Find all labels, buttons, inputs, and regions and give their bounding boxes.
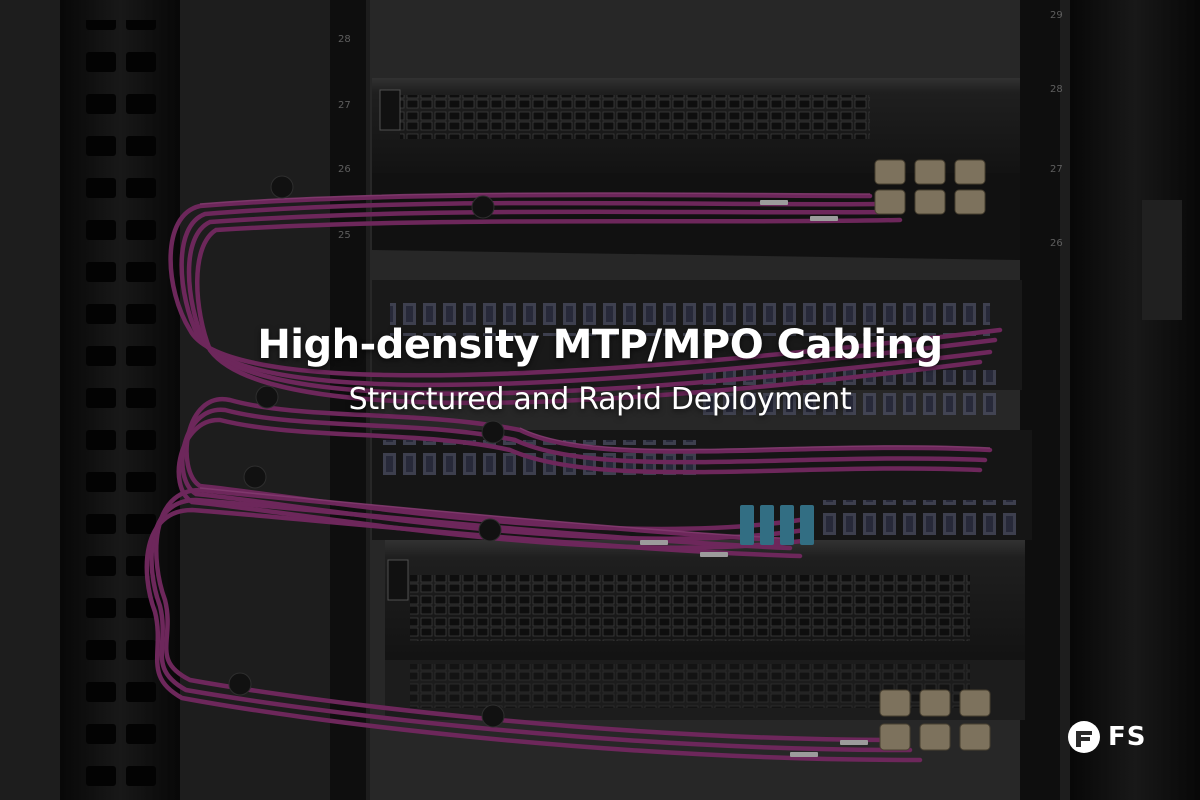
- svg-text:25: 25: [338, 230, 351, 241]
- fs-logo-icon: [1068, 721, 1100, 753]
- svg-text:28: 28: [1050, 84, 1063, 95]
- svg-text:26: 26: [1050, 238, 1063, 249]
- svg-text:29: 29: [1050, 10, 1063, 21]
- svg-text:26: 26: [338, 164, 351, 175]
- svg-text:27: 27: [338, 100, 351, 111]
- svg-text:27: 27: [1050, 164, 1063, 175]
- banner-subheadline: Structured and Rapid Deployment: [348, 382, 852, 417]
- banner-headline: High-density MTP/MPO Cabling: [257, 322, 943, 368]
- svg-text:28: 28: [338, 34, 351, 45]
- logo-text: FS: [1108, 722, 1147, 752]
- fs-logo: FS: [1066, 714, 1176, 760]
